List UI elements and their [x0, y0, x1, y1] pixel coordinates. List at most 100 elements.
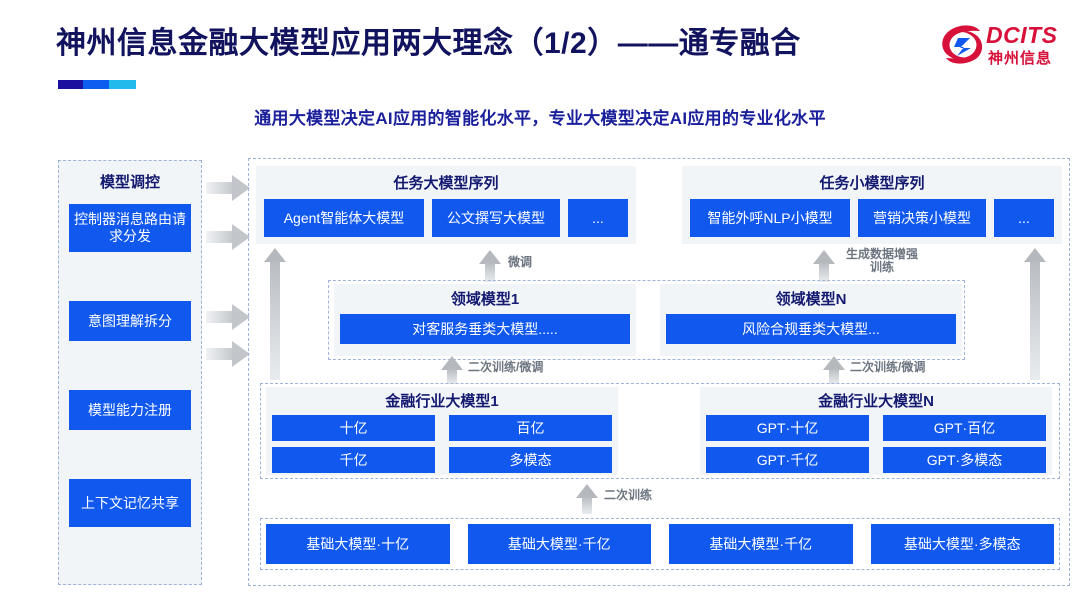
domain-model-n-title: 领域模型N [775, 291, 847, 308]
industry-box-gpt-multimodal[interactable]: GPT·多模态 [883, 447, 1046, 473]
architecture-frame [248, 158, 1070, 586]
arrow-stem [206, 348, 232, 360]
arrow-head [232, 175, 250, 201]
arrow-industry-to-task-right [1022, 248, 1048, 380]
arrow-label-retrain-finetune-left: 二次训练/微调 [468, 360, 544, 374]
arrow-stem [485, 263, 495, 282]
arrow-head [232, 304, 250, 330]
industry-model-1-boxes: 十亿 百亿 千亿 多模态 [272, 415, 612, 473]
brand-logo: DCITS 神州信息 [940, 20, 1066, 74]
sidebar-arrow-4 [206, 341, 250, 367]
arrow-head [232, 224, 250, 250]
arrow-head [232, 341, 250, 367]
domain-model-1-panel: 领域模型1 对客服务垂类大模型..... [334, 284, 636, 356]
task-large-model-boxes: Agent智能体大模型 公文撰写大模型 ... [264, 199, 628, 237]
arrow-head [576, 484, 598, 498]
sidebar-spacer-2 [69, 341, 191, 390]
arrow-gen-data-aug [812, 250, 836, 282]
industry-box-gpt-1-billion[interactable]: GPT·十亿 [706, 415, 869, 441]
arrow-stem [1030, 261, 1040, 380]
task-box-marketing-decision[interactable]: 营销决策小模型 [858, 199, 986, 237]
sidebar-arrow-3 [206, 304, 250, 330]
task-large-model-title: 任务大模型序列 [393, 175, 499, 192]
industry-box-1-billion[interactable]: 十亿 [272, 415, 435, 441]
base-box-1000-billion[interactable]: 基础大模型·千亿 [669, 524, 853, 564]
arrow-finetune-left [478, 250, 502, 282]
arrow-head [479, 250, 501, 264]
base-model-frame [260, 518, 1060, 570]
accent-bar-segment-1 [58, 80, 83, 89]
base-box-1-billion[interactable]: 基础大模型·十亿 [266, 524, 450, 564]
arrow-label-gen-data-aug: 生成数据增强 训练 [846, 247, 919, 275]
industry-box-gpt-10-billion[interactable]: GPT·百亿 [883, 415, 1046, 441]
domain-box-customer-service[interactable]: 对客服务垂类大模型..... [340, 314, 630, 344]
domain-model-n-panel: 领域模型N 风险合规垂类大模型... [660, 284, 962, 356]
arrow-label-finetune: 微调 [508, 255, 533, 269]
arrow-label-line-2: 训练 [870, 260, 895, 275]
base-model-row: 基础大模型·十亿 基础大模型·千亿 基础大模型·千亿 基础大模型·多模态 [266, 524, 1054, 564]
task-box-more-large[interactable]: ... [568, 199, 628, 237]
industry-box-multimodal[interactable]: 多模态 [449, 447, 612, 473]
sidebar-item-capability-registry[interactable]: 模型能力注册 [69, 390, 191, 430]
model-control-sidebar: 模型调控 控制器消息路由请求分发 意图理解拆分 模型能力注册 上下文记忆共享 [58, 160, 202, 585]
industry-model-n-title: 金融行业大模型N [818, 393, 934, 410]
domain-box-risk-compliance[interactable]: 风险合规垂类大模型... [666, 314, 956, 344]
arrow-label-line-1: 生成数据增强 [846, 247, 919, 261]
industry-model-n-panel: 金融行业大模型N GPT·十亿 GPT·百亿 GPT·千亿 GPT·多模态 [700, 387, 1052, 475]
arrow-stem [819, 263, 829, 282]
logo-wordmark-cn: 神州信息 [988, 50, 1053, 67]
task-large-model-panel: 任务大模型序列 Agent智能体大模型 公文撰写大模型 ... [256, 166, 636, 244]
task-box-doc-writing-llm[interactable]: 公文撰写大模型 [432, 199, 560, 237]
task-box-outbound-nlp[interactable]: 智能外呼NLP小模型 [690, 199, 850, 237]
arrow-label-retrain-finetune-right: 二次训练/微调 [850, 360, 926, 374]
page-subtitle: 通用大模型决定AI应用的智能化水平，专业大模型决定AI应用的专业化水平 [254, 109, 826, 128]
sidebar-arrow-2 [206, 224, 250, 250]
arrow-stem [270, 261, 280, 380]
industry-model-n-boxes: GPT·十亿 GPT·百亿 GPT·千亿 GPT·多模态 [706, 415, 1046, 473]
domain-model-1-title: 领域模型1 [450, 291, 520, 308]
sidebar-spacer-4 [69, 527, 191, 576]
sidebar-item-context-memory-sharing[interactable]: 上下文记忆共享 [69, 479, 191, 527]
arrow-head [813, 250, 835, 264]
arrow-stem [447, 369, 457, 384]
arrow-head [1024, 248, 1046, 262]
accent-bar [58, 80, 136, 89]
sidebar-spacer-1 [69, 252, 191, 301]
industry-box-10-billion[interactable]: 百亿 [449, 415, 612, 441]
arrow-retrain-finetune-right [822, 356, 846, 384]
accent-bar-segment-2 [82, 80, 110, 89]
industry-box-gpt-100-billion[interactable]: GPT·千亿 [706, 447, 869, 473]
arrow-stem [582, 497, 592, 514]
industry-model-1-title: 金融行业大模型1 [385, 393, 499, 410]
arrow-stem [206, 182, 232, 194]
domain-model-frame [328, 280, 965, 360]
arrow-industry-to-task-left [262, 248, 288, 380]
logo-wordmark-en: DCITS [986, 22, 1058, 48]
sidebar-arrow-1 [206, 175, 250, 201]
arrow-retrain [575, 484, 599, 514]
task-small-model-boxes: 智能外呼NLP小模型 营销决策小模型 ... [690, 199, 1054, 237]
page-title: 神州信息金融大模型应用两大理念（1/2）——通专融合 [56, 27, 801, 60]
industry-model-frame [260, 383, 1060, 479]
arrow-retrain-finetune-left [440, 356, 464, 384]
base-box-multimodal[interactable]: 基础大模型·多模态 [870, 524, 1054, 564]
sidebar-item-controller-routing[interactable]: 控制器消息路由请求分发 [69, 204, 191, 252]
base-box-100-billion[interactable]: 基础大模型·千亿 [467, 524, 651, 564]
arrow-stem [829, 369, 839, 384]
sidebar-item-intent-understanding[interactable]: 意图理解拆分 [69, 301, 191, 341]
dcits-swoosh-icon [942, 25, 983, 64]
task-box-agent-llm[interactable]: Agent智能体大模型 [264, 199, 424, 237]
task-box-more-small[interactable]: ... [994, 199, 1054, 237]
arrow-stem [206, 231, 232, 243]
accent-bar-segment-3 [109, 80, 136, 89]
industry-model-1-panel: 金融行业大模型1 十亿 百亿 千亿 多模态 [266, 387, 618, 475]
arrow-head [441, 356, 463, 370]
sidebar-title: 模型调控 [99, 174, 160, 191]
arrow-stem [206, 311, 232, 323]
task-small-model-title: 任务小模型序列 [819, 175, 925, 192]
sidebar-spacer-3 [69, 430, 191, 479]
arrow-label-retrain: 二次训练 [604, 488, 653, 502]
task-small-model-panel: 任务小模型序列 智能外呼NLP小模型 营销决策小模型 ... [682, 166, 1062, 244]
industry-box-100-billion[interactable]: 千亿 [272, 447, 435, 473]
